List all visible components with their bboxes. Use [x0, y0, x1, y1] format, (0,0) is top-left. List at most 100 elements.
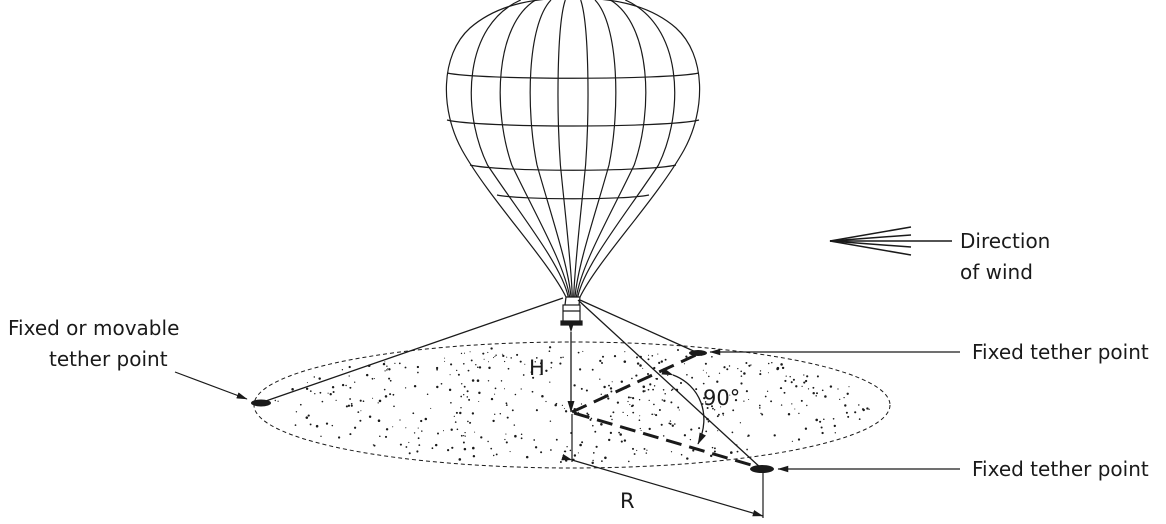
stipple-dot	[804, 427, 808, 430]
stipple-dot	[563, 408, 565, 409]
stipple-dot	[780, 404, 783, 406]
stipple-dot	[730, 451, 733, 454]
stipple-dot	[797, 438, 801, 441]
stipple-dot	[671, 388, 674, 391]
stipple-dot	[668, 422, 671, 425]
stipple-dot	[506, 356, 508, 358]
stipple-dot	[677, 349, 679, 351]
stipple-dot	[454, 421, 457, 423]
stipple-dot	[594, 430, 597, 433]
stipple-dot	[416, 450, 419, 453]
stipple-dot	[623, 439, 627, 442]
height-label: H	[529, 356, 545, 380]
stipple-dot	[739, 422, 742, 424]
stipple-dot	[595, 445, 598, 448]
stipple-dot	[580, 387, 583, 390]
stipple-dot	[505, 404, 508, 406]
stipple-dot	[565, 459, 568, 462]
stipple-dot	[458, 458, 462, 461]
stipple-dot	[467, 369, 470, 372]
stipple-dot	[494, 387, 497, 390]
stipple-dot	[386, 369, 388, 371]
stipple-dot	[599, 359, 602, 363]
stipple-dot	[444, 360, 446, 362]
stipple-dot	[806, 375, 809, 378]
stipple-dot	[645, 452, 648, 454]
stipple-dot	[580, 403, 583, 405]
stipple-dot	[348, 375, 350, 377]
stipple-dot	[653, 366, 656, 370]
stipple-dot	[545, 369, 548, 372]
stipple-dot	[530, 371, 533, 374]
stipple-dot	[472, 454, 476, 458]
stipple-dot	[539, 374, 541, 376]
stipple-dot	[707, 420, 710, 423]
stipple-dot	[708, 375, 710, 378]
stipple-dot	[712, 407, 714, 410]
tether-lines	[259, 297, 763, 470]
stipple-dot	[540, 451, 543, 454]
stipple-dot	[600, 423, 603, 426]
radius-dimension	[561, 414, 764, 518]
stipple-dot	[646, 372, 650, 376]
stipple-dot	[821, 389, 824, 392]
stipple-dot	[732, 409, 735, 412]
stipple-dot	[815, 395, 817, 397]
stipple-dot	[359, 419, 362, 422]
stipple-dot	[464, 431, 466, 434]
stipple-dot	[477, 366, 479, 369]
stipple-dot	[502, 354, 505, 358]
stipple-dot	[560, 356, 562, 359]
stipple-dot	[740, 382, 743, 385]
stipple-dot	[349, 386, 352, 389]
stipple-dot	[320, 435, 322, 438]
right-bottom-tether-label: Fixed tether point	[972, 457, 1149, 481]
stipple-dot	[609, 415, 612, 418]
stipple-dot	[448, 388, 452, 392]
stipple-dot	[748, 398, 750, 401]
stipple-dot	[784, 379, 787, 382]
balloon-gores	[470, 0, 676, 298]
stipple-dot	[746, 448, 748, 451]
stipple-dot	[649, 383, 652, 386]
stipple-dot	[832, 417, 835, 420]
stipple-dot	[823, 418, 825, 421]
stipple-dot	[337, 436, 341, 439]
stipple-dot	[405, 446, 408, 448]
stipple-dot	[534, 446, 538, 449]
stipple-dot	[505, 402, 508, 405]
stipple-dot	[601, 460, 603, 462]
stipple-dot	[764, 395, 767, 398]
stipple-dot	[535, 409, 538, 412]
stipple-dot	[563, 450, 566, 453]
stipple-dot	[847, 415, 850, 418]
stipple-dot	[332, 390, 335, 394]
stipple-dot	[639, 427, 641, 430]
stipple-dot	[624, 351, 626, 353]
stipple-dot	[858, 404, 860, 406]
stipple-dot	[384, 361, 386, 363]
stipple-dot	[770, 400, 773, 403]
stipple-dot	[460, 395, 463, 398]
stipple-dot	[748, 364, 751, 367]
stipple-dot	[474, 431, 476, 433]
stipple-dot	[335, 399, 337, 401]
stipple-dot	[716, 415, 719, 418]
stipple-dot	[633, 453, 636, 455]
stipple-dot	[450, 428, 453, 431]
stipple-dot	[514, 434, 517, 438]
stipple-dot	[758, 407, 761, 409]
stipple-dot	[812, 391, 815, 395]
stipple-dot	[591, 368, 594, 371]
balloon-gore	[529, 0, 572, 298]
stipple-dot	[678, 409, 680, 411]
stipple-dot	[862, 408, 865, 412]
stipple-dot	[620, 380, 624, 383]
stipple-dot	[418, 444, 421, 446]
stipple-dot	[440, 382, 443, 385]
stipple-dot	[609, 387, 613, 390]
stipple-dot	[833, 424, 836, 428]
stipple-dot	[470, 359, 473, 362]
stipple-dot	[436, 385, 439, 389]
